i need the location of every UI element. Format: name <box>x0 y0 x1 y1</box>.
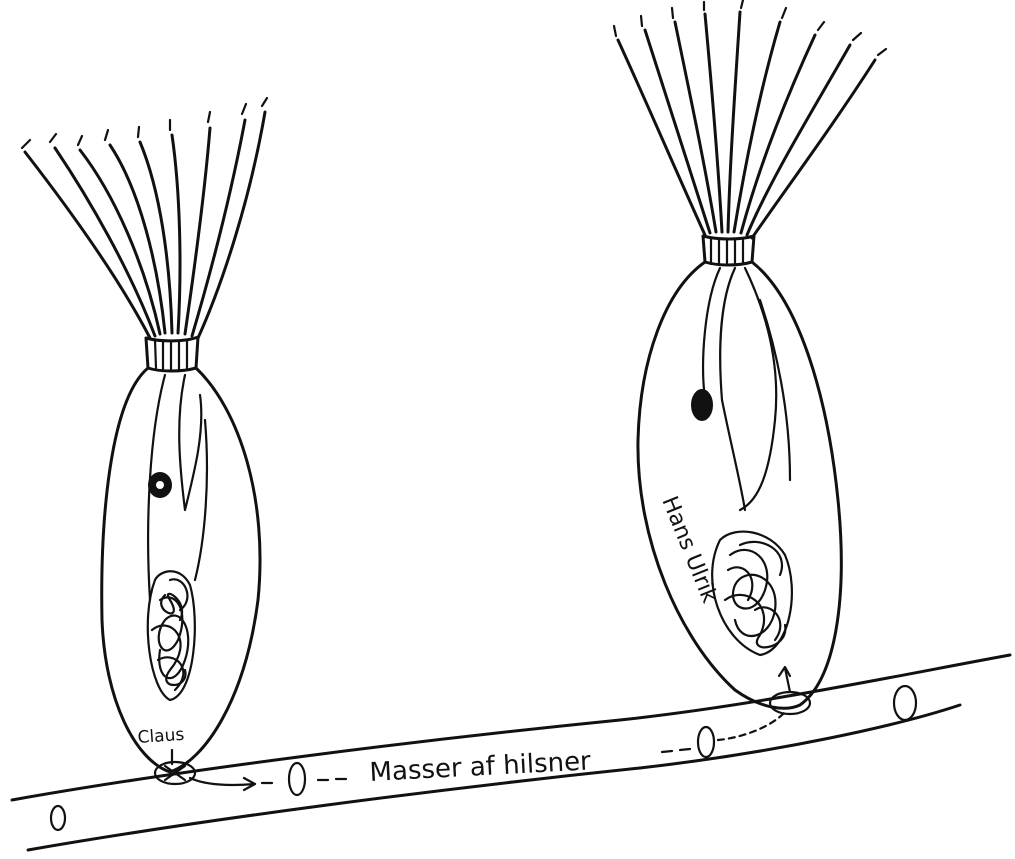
right-tentacles <box>614 0 886 238</box>
greeting-text: Masser af hilsner <box>369 746 592 788</box>
left-zooid: Claus <box>22 98 272 790</box>
left-tentacles <box>22 98 267 338</box>
pore-3 <box>698 727 714 757</box>
pore-4 <box>894 686 916 720</box>
pore-1 <box>51 806 65 830</box>
right-scribble-mass <box>712 532 792 655</box>
left-name-label: Claus <box>137 725 185 748</box>
right-eye-spot <box>692 390 712 420</box>
left-scribble-mass <box>148 571 195 700</box>
right-zooid: Hans Ulrik <box>614 0 886 740</box>
pore-2 <box>289 763 305 795</box>
left-body <box>102 368 260 772</box>
